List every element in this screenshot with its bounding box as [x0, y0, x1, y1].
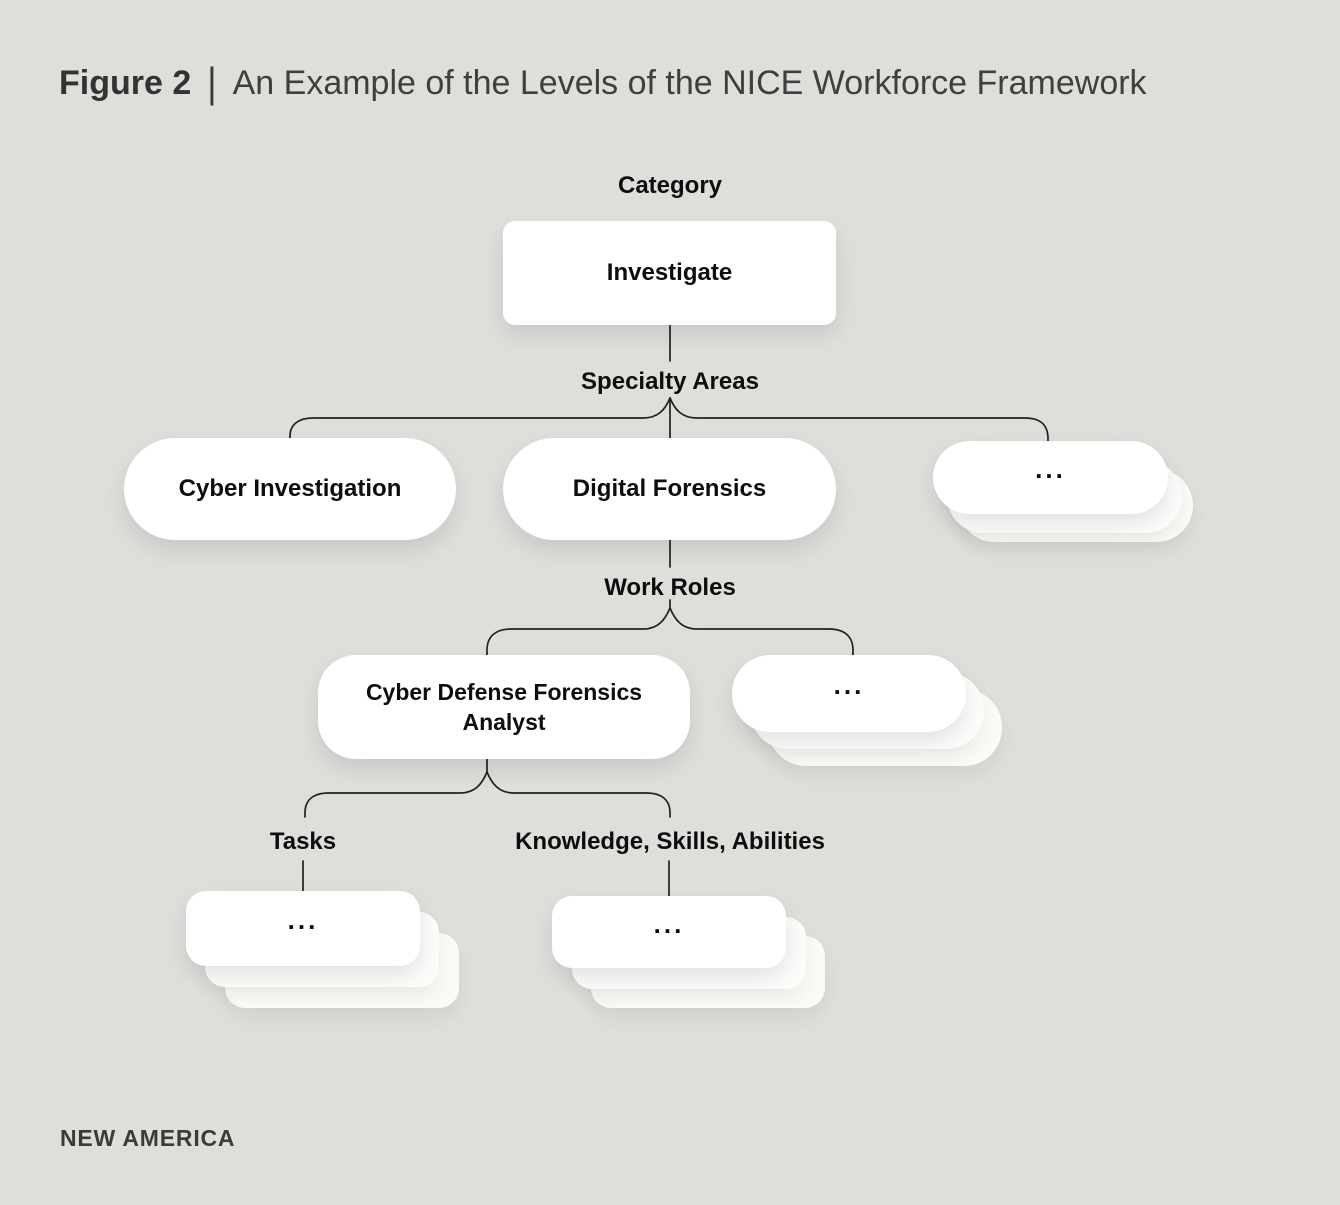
node-tasks-more: ... [186, 891, 420, 966]
connector-workroles-right [669, 607, 854, 656]
figure-name: An Example of the Levels of the NICE Wor… [232, 63, 1147, 102]
figure-title: Figure 2 | An Example of the Levels of t… [59, 58, 1147, 106]
connector-specialty-left [289, 397, 671, 439]
node-digital-forensics: Digital Forensics [503, 438, 836, 540]
level-label-category: Category [617, 172, 723, 199]
level-label-work-roles: Work Roles [604, 574, 736, 601]
connector-cdfa-right [486, 771, 671, 818]
new-america-logo: NEW AMERICA [60, 1125, 236, 1151]
node-specialty-more: ... [933, 441, 1168, 514]
level-label-ksa: Knowledge, Skills, Abilities [515, 828, 825, 855]
connector-workroles-left [486, 607, 671, 656]
ksa-more-dots: ... [653, 908, 685, 939]
node-ksa-more: ... [552, 896, 786, 968]
node-workrole-more: ... [732, 655, 966, 732]
title-divider-bar: | [207, 58, 217, 106]
level-label-specialty-areas: Specialty Areas [581, 368, 759, 395]
figure-number: Figure 2 [59, 63, 192, 102]
tasks-more-dots: ... [287, 905, 319, 935]
workrole-more-dots: ... [833, 670, 865, 700]
specialty-more-dots: ... [1035, 454, 1066, 484]
level-label-tasks: Tasks [269, 828, 337, 855]
node-cyber-defense-forensics-analyst: Cyber Defense Forensics Analyst [318, 655, 690, 759]
node-investigate: Investigate [503, 221, 836, 325]
connector-cdfa-left [304, 771, 488, 818]
connector-specialty-right [669, 397, 1049, 442]
node-cyber-investigation: Cyber Investigation [124, 438, 456, 540]
